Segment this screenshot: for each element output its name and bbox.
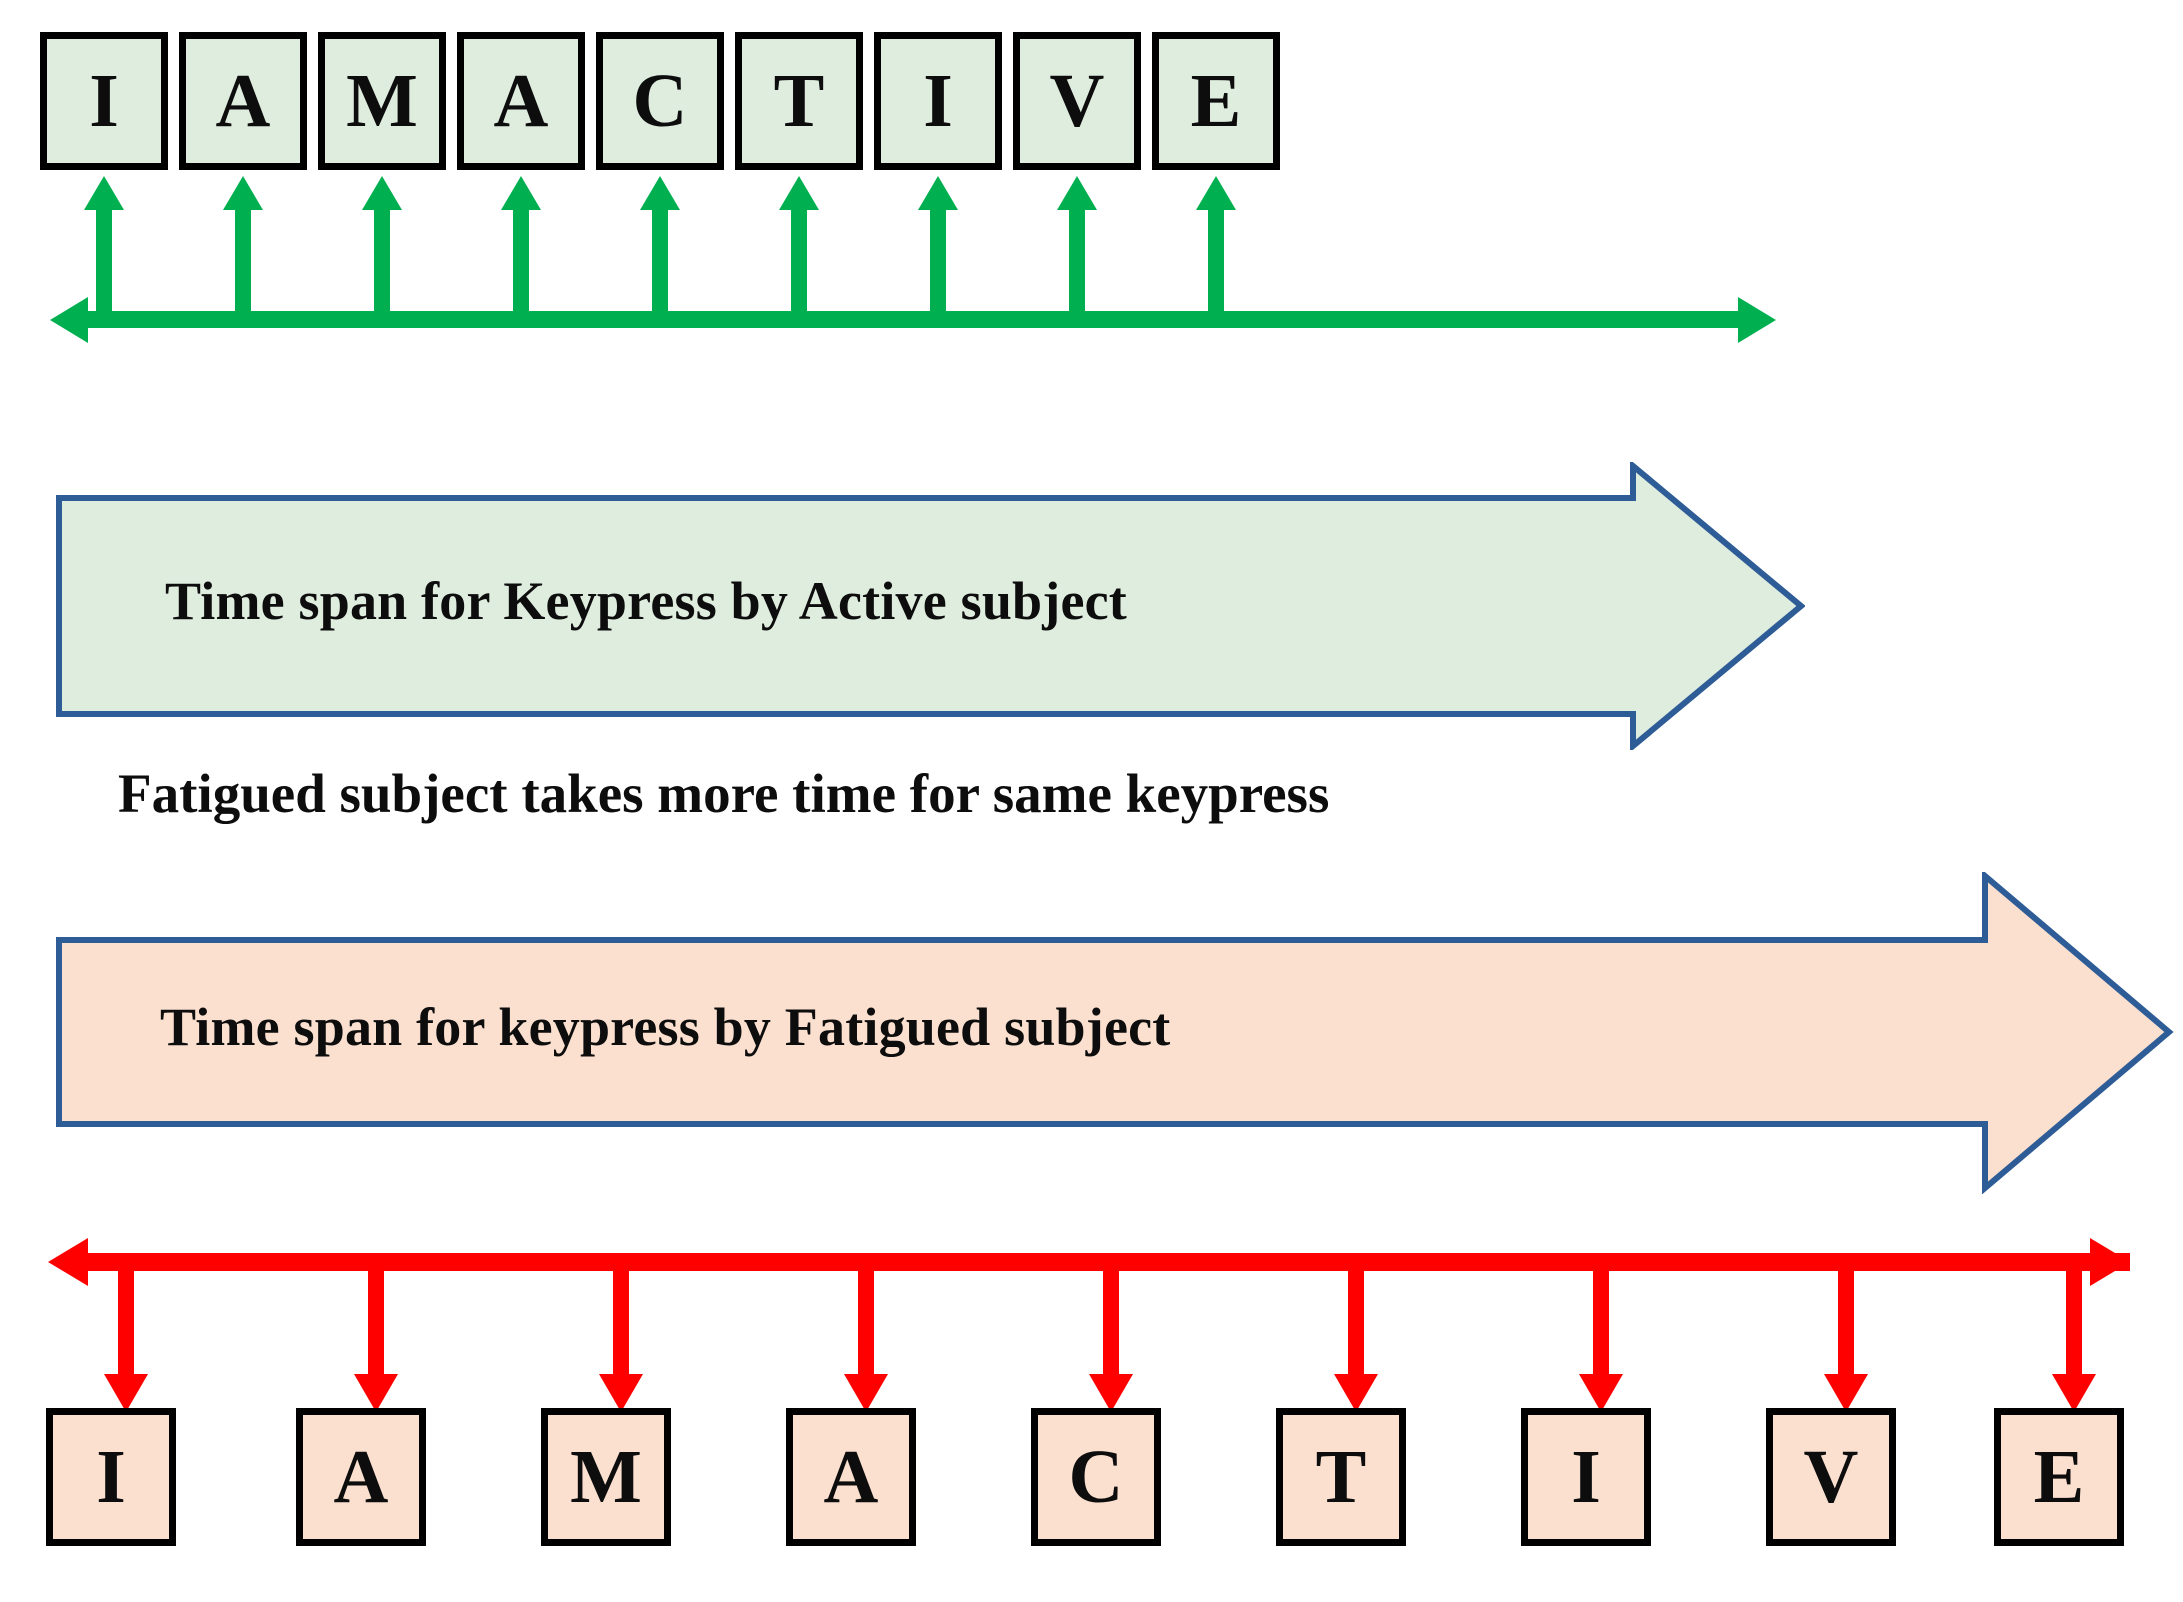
letter-glyph: V <box>1803 1435 1859 1519</box>
green-arrow-left-icon <box>50 297 88 343</box>
red-arrow-down-icon-1 <box>354 1374 398 1412</box>
active-banner-label: Time span for Keypress by Active subject <box>165 571 1127 631</box>
top-letter-box-2: M <box>318 32 446 170</box>
active-banner: Time span for Keypress by Active subject <box>55 462 1805 750</box>
letter-glyph: E <box>2033 1435 2085 1519</box>
red-tick-stem-6 <box>1593 1262 1609 1380</box>
red-tick-stem-1 <box>368 1262 384 1380</box>
green-arrow-up-icon-7 <box>1057 176 1097 210</box>
green-time-axis-line <box>88 311 1738 328</box>
red-tick-stem-8 <box>2066 1262 2082 1380</box>
red-tick-stem-5 <box>1348 1262 1364 1380</box>
green-arrow-up-icon-0 <box>84 176 124 210</box>
letter-glyph: T <box>773 59 825 143</box>
letter-glyph: I <box>96 1435 126 1519</box>
fatigued-banner: Time span for keypress by Fatigued subje… <box>55 872 2175 1194</box>
letter-glyph: I <box>923 59 953 143</box>
letter-glyph: I <box>89 59 119 143</box>
top-letter-box-8: E <box>1152 32 1280 170</box>
red-arrow-left-icon <box>48 1238 88 1286</box>
green-tick-stem-5 <box>791 196 807 320</box>
red-arrow-down-icon-7 <box>1824 1374 1868 1412</box>
letter-glyph: M <box>346 59 418 143</box>
green-arrow-up-icon-8 <box>1196 176 1236 210</box>
bottom-letter-box-7: V <box>1766 1408 1896 1546</box>
red-tick-stem-7 <box>1838 1262 1854 1380</box>
letter-glyph: A <box>493 59 549 143</box>
green-tick-stem-7 <box>1069 196 1085 320</box>
letter-glyph: I <box>1571 1435 1601 1519</box>
green-arrow-up-icon-3 <box>501 176 541 210</box>
red-tick-stem-2 <box>613 1262 629 1380</box>
letter-glyph: C <box>632 59 688 143</box>
green-tick-stem-3 <box>513 196 529 320</box>
bottom-letter-box-3: A <box>786 1408 916 1546</box>
green-tick-stem-2 <box>374 196 390 320</box>
bottom-letter-box-0: I <box>46 1408 176 1546</box>
letter-glyph: M <box>570 1435 642 1519</box>
top-letter-box-6: I <box>874 32 1002 170</box>
green-tick-stem-1 <box>235 196 251 320</box>
letter-glyph: V <box>1049 59 1105 143</box>
bottom-letter-box-2: M <box>541 1408 671 1546</box>
bottom-letter-box-5: T <box>1276 1408 1406 1546</box>
letter-glyph: C <box>1068 1435 1124 1519</box>
green-arrow-right-icon <box>1738 297 1776 343</box>
letter-glyph: A <box>333 1435 389 1519</box>
green-arrow-up-icon-6 <box>918 176 958 210</box>
red-arrow-down-icon-0 <box>104 1374 148 1412</box>
green-arrow-up-icon-4 <box>640 176 680 210</box>
bottom-letter-box-4: C <box>1031 1408 1161 1546</box>
top-letter-box-0: I <box>40 32 168 170</box>
letter-glyph: A <box>215 59 271 143</box>
green-arrow-up-icon-5 <box>779 176 819 210</box>
red-arrow-down-icon-3 <box>844 1374 888 1412</box>
green-arrow-up-icon-2 <box>362 176 402 210</box>
red-arrow-down-icon-8 <box>2052 1374 2096 1412</box>
bottom-letter-box-8: E <box>1994 1408 2124 1546</box>
red-tick-stem-0 <box>118 1262 134 1380</box>
top-letter-box-5: T <box>735 32 863 170</box>
red-arrow-down-icon-6 <box>1579 1374 1623 1412</box>
bottom-letter-row: I A M A C T I V E <box>0 1408 2183 1558</box>
letter-glyph: A <box>823 1435 879 1519</box>
top-letter-row: I A M A C T I V E <box>0 32 2183 182</box>
red-tick-stem-4 <box>1103 1262 1119 1380</box>
top-letter-box-4: C <box>596 32 724 170</box>
top-letter-box-7: V <box>1013 32 1141 170</box>
green-tick-stem-4 <box>652 196 668 320</box>
red-arrow-right-icon <box>2090 1238 2130 1286</box>
bottom-letter-box-6: I <box>1521 1408 1651 1546</box>
bottom-letter-box-1: A <box>296 1408 426 1546</box>
green-tick-stem-6 <box>930 196 946 320</box>
fatigued-banner-label: Time span for keypress by Fatigued subje… <box>160 997 1171 1057</box>
red-tick-stem-3 <box>858 1262 874 1380</box>
top-letter-box-1: A <box>179 32 307 170</box>
red-arrow-down-icon-5 <box>1334 1374 1378 1412</box>
red-arrow-down-icon-2 <box>599 1374 643 1412</box>
green-arrow-up-icon-1 <box>223 176 263 210</box>
green-tick-stem-0 <box>96 196 112 320</box>
top-letter-box-3: A <box>457 32 585 170</box>
letter-glyph: T <box>1315 1435 1367 1519</box>
green-tick-stem-8 <box>1208 196 1224 320</box>
letter-glyph: E <box>1190 59 1242 143</box>
red-arrow-down-icon-4 <box>1089 1374 1133 1412</box>
caption-text: Fatigued subject takes more time for sam… <box>118 763 1330 824</box>
